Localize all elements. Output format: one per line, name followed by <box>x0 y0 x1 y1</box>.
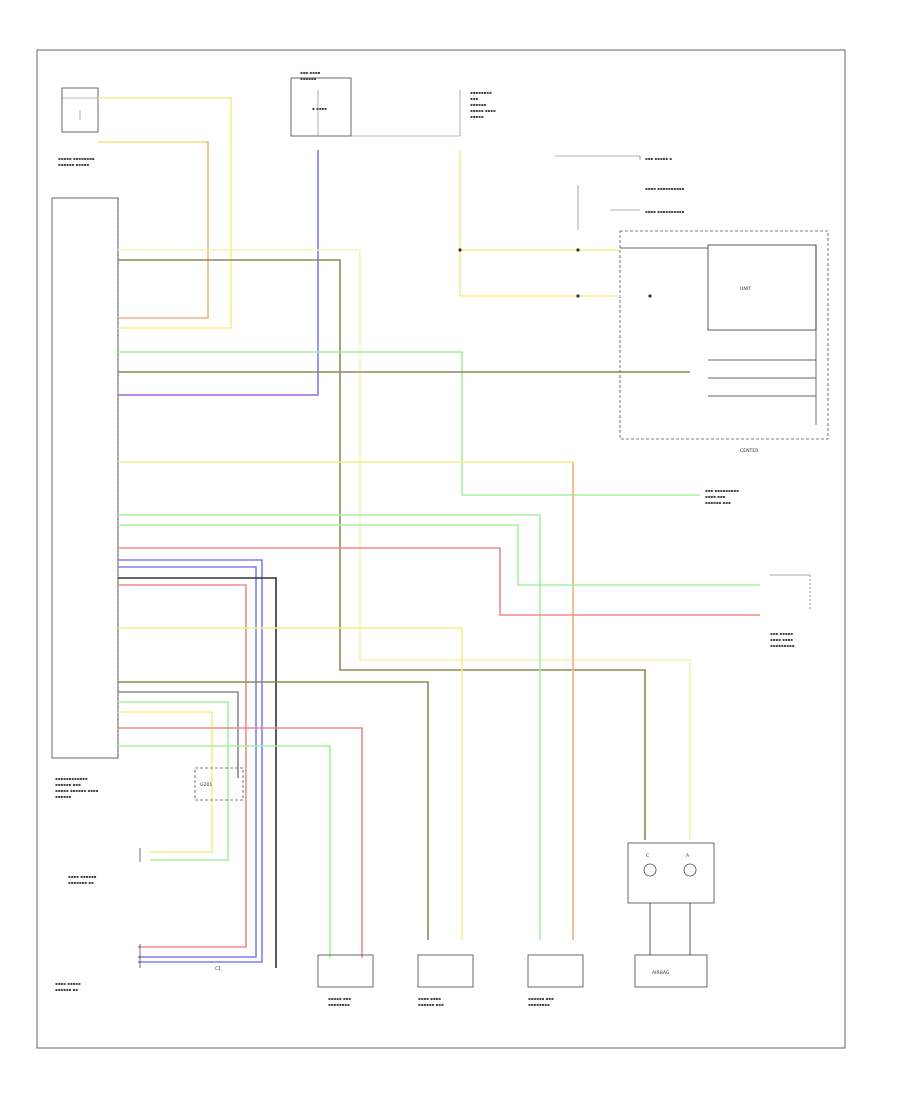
wire-green-right1 <box>118 351 700 496</box>
wire-yellow-mid <box>118 461 574 940</box>
svg-text:▪▪▪▪▪▪▪ ▪▪: ▪▪▪▪▪▪▪ ▪▪ <box>68 880 94 885</box>
svg-text:▪▪▪▪▪▪ ▪▪: ▪▪▪▪▪▪ ▪▪ <box>55 987 78 992</box>
svg-text:▪▪▪▪▪ ▪▪▪: ▪▪▪▪▪ ▪▪▪ <box>328 996 351 1001</box>
wire-orange-top <box>98 141 209 319</box>
svg-text:▪▪▪▪ ▪▪▪▪▪▪: ▪▪▪▪ ▪▪▪▪▪▪ <box>68 874 97 879</box>
svg-text:▪▪▪▪▪ ▪▪▪▪▪▪▪▪: ▪▪▪▪▪ ▪▪▪▪▪▪▪▪ <box>58 156 95 161</box>
control-unit: UNIT CENTER <box>619 230 829 454</box>
wire-olive-lower <box>118 681 429 940</box>
svg-text:▪▪▪▪▪ ▪▪▪▪▪▪ ▪▪▪▪: ▪▪▪▪▪ ▪▪▪▪▪▪ ▪▪▪▪ <box>55 788 98 793</box>
wire-yellow-lower <box>118 627 463 940</box>
wire-green-lower2 <box>118 745 331 958</box>
svg-text:▪▪▪: ▪▪▪ <box>470 96 478 101</box>
svg-text:▪▪▪▪▪▪▪▪▪▪▪▪: ▪▪▪▪▪▪▪▪▪▪▪▪ <box>55 776 88 781</box>
svg-text:▪▪▪▪▪▪: ▪▪▪▪▪▪ <box>470 102 487 107</box>
svg-text:▪▪▪▪ ▪▪▪: ▪▪▪▪ ▪▪▪ <box>705 494 726 499</box>
svg-text:▪▪▪▪▪▪ ▪▪▪▪▪: ▪▪▪▪▪▪ ▪▪▪▪▪ <box>58 162 89 167</box>
sensor-connector-2: ▪▪▪▪ ▪▪▪▪▪ ▪▪▪▪▪▪ ▪▪ <box>55 944 141 992</box>
wire-red-lower <box>118 727 363 958</box>
control-unit-label: UNIT <box>740 286 751 292</box>
svg-text:▪▪▪ ▪▪▪▪▪ ▪: ▪▪▪ ▪▪▪▪▪ ▪ <box>645 156 672 161</box>
svg-text:▪▪▪▪ ▪▪▪▪▪▪▪▪▪▪: ▪▪▪▪ ▪▪▪▪▪▪▪▪▪▪ <box>645 209 685 214</box>
svg-text:▪▪▪▪▪▪ ▪▪▪: ▪▪▪▪▪▪ ▪▪▪ <box>55 782 81 787</box>
top-right-notes: ▪▪▪ ▪▪▪▪▪ ▪ ▪▪▪▪ ▪▪▪▪▪▪▪▪▪▪ ▪▪▪▪ ▪▪▪▪▪▪▪… <box>555 155 685 230</box>
bottom-component-3: ▪▪▪▪▪▪ ▪▪▪ ▪▪▪▪▪▪▪▪ <box>527 954 584 1007</box>
diagram-frame <box>36 49 846 1049</box>
bottom-component-1: ▪▪▪▪▪ ▪▪▪ ▪▪▪▪▪▪▪▪ <box>317 954 374 1007</box>
svg-text:▪▪▪▪▪: ▪▪▪▪▪ <box>470 114 484 119</box>
wire-red-bundle <box>118 584 247 948</box>
svg-text:▪▪▪ ▪▪▪▪▪: ▪▪▪ ▪▪▪▪▪ <box>770 631 793 636</box>
svg-text:▪ ▪▪▪▪: ▪ ▪▪▪▪ <box>312 106 327 111</box>
bottom-component-2: ▪▪▪▪ ▪▪▪▪ ▪▪▪▪▪▪ ▪▪▪ <box>417 954 474 1007</box>
svg-text:▪▪▪▪▪▪▪▪: ▪▪▪▪▪▪▪▪ <box>528 1002 550 1007</box>
sensor-connector-1: ▪▪▪▪ ▪▪▪▪▪▪ ▪▪▪▪▪▪▪ ▪▪ <box>68 848 141 885</box>
svg-text:▪▪▪▪▪▪▪▪: ▪▪▪▪▪▪▪▪ <box>470 90 492 95</box>
wire-blue-1 <box>118 559 263 963</box>
main-module: ▪▪▪▪▪▪▪▪▪▪▪▪ ▪▪▪▪▪▪ ▪▪▪ ▪▪▪▪▪ ▪▪▪▪▪▪ ▪▪▪… <box>51 197 119 799</box>
cap-b-label: A <box>686 853 690 859</box>
svg-text:▪▪▪ ▪▪▪▪: ▪▪▪ ▪▪▪▪ <box>300 70 321 75</box>
svg-text:▪▪▪▪ ▪▪▪▪: ▪▪▪▪ ▪▪▪▪ <box>770 637 793 642</box>
junctions <box>458 248 652 298</box>
svg-text:▪▪▪▪▪▪: ▪▪▪▪▪▪ <box>55 794 72 799</box>
wire-green-lower1 <box>118 701 229 861</box>
svg-text:▪▪▪ ▪▪▪▪▪▪▪▪▪: ▪▪▪ ▪▪▪▪▪▪▪▪▪ <box>705 488 739 493</box>
svg-text:▪▪▪▪▪▪: ▪▪▪▪▪▪ <box>300 76 317 81</box>
bottom-airbag-module: AIRBAG C A <box>627 842 715 988</box>
svg-text:▪▪▪▪▪▪ ▪▪▪: ▪▪▪▪▪▪ ▪▪▪ <box>705 500 731 505</box>
svg-text:▪▪▪▪ ▪▪▪▪▪▪▪▪▪▪: ▪▪▪▪ ▪▪▪▪▪▪▪▪▪▪ <box>645 186 685 191</box>
lower-left-connector: G201 C1 <box>194 767 244 972</box>
svg-text:▪▪▪▪▪▪ ▪▪▪: ▪▪▪▪▪▪ ▪▪▪ <box>418 1002 444 1007</box>
wire-red-right <box>118 547 760 616</box>
wire-yellow-top <box>98 97 232 329</box>
svg-text:▪▪▪▪▪▪▪▪: ▪▪▪▪▪▪▪▪ <box>328 1002 350 1007</box>
module-c-label: C1 <box>215 966 221 972</box>
top-fuse-box: ▪▪▪ ▪▪▪▪ ▪▪▪▪▪▪ ▪ ▪▪▪▪ <box>290 70 352 137</box>
wire-green-2 <box>118 514 541 940</box>
wire-olive-long1 <box>118 259 646 840</box>
center-box-label: CENTER <box>740 448 759 454</box>
airbag-label: AIRBAG <box>652 970 670 976</box>
right-connector-2: ▪▪▪ ▪▪▪▪▪ ▪▪▪▪ ▪▪▪▪ ▪▪▪▪▪▪▪▪▪ <box>770 574 811 648</box>
wire-gray-1 <box>118 577 277 968</box>
svg-text:▪▪▪▪▪ ▪▪▪▪: ▪▪▪▪▪ ▪▪▪▪ <box>470 108 496 113</box>
wire-gray-lower <box>118 691 239 778</box>
cap-a-label: C <box>646 853 649 859</box>
right-connector-1: ▪▪▪ ▪▪▪▪▪▪▪▪▪ ▪▪▪▪ ▪▪▪ ▪▪▪▪▪▪ ▪▪▪ <box>705 488 739 505</box>
svg-text:▪▪▪▪ ▪▪▪▪▪: ▪▪▪▪ ▪▪▪▪▪ <box>55 981 81 986</box>
svg-text:▪▪▪▪▪▪ ▪▪▪: ▪▪▪▪▪▪ ▪▪▪ <box>528 996 554 1001</box>
wire-yellow-lower2 <box>118 711 213 853</box>
svg-text:▪▪▪▪▪▪▪▪▪: ▪▪▪▪▪▪▪▪▪ <box>770 643 795 648</box>
svg-text:▪▪▪▪ ▪▪▪▪: ▪▪▪▪ ▪▪▪▪ <box>418 996 441 1001</box>
top-left-sensor: ▪▪▪▪▪ ▪▪▪▪▪▪▪▪ ▪▪▪▪▪▪ ▪▪▪▪▪ <box>58 87 99 167</box>
ground-label: G201 <box>200 782 212 788</box>
wire-yellow-relay <box>459 150 620 297</box>
top-relay: ▪▪▪▪▪▪▪▪ ▪▪▪ ▪▪▪▪▪▪ ▪▪▪▪▪ ▪▪▪▪ ▪▪▪▪▪ <box>351 90 496 137</box>
wire-group <box>98 97 760 968</box>
wire-green-3 <box>118 524 760 586</box>
wire-blue-fuse <box>118 150 319 396</box>
wire-yellow-long1 <box>118 249 691 840</box>
wire-blue-2 <box>118 566 257 958</box>
